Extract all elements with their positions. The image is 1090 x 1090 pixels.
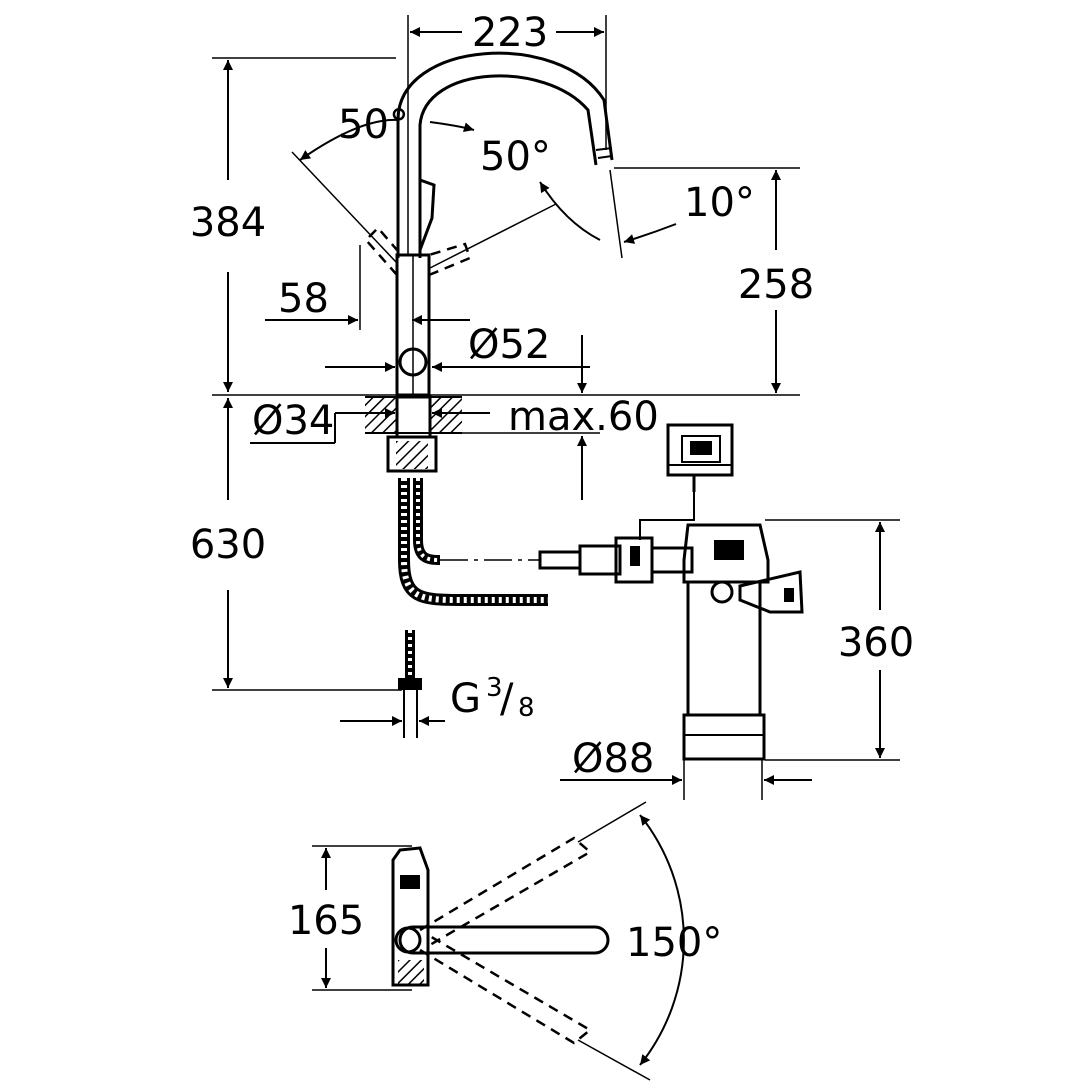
filter-display [666,423,734,477]
filter-base [682,713,766,761]
filter-head [682,523,770,584]
filter-unit [538,423,804,761]
label-spout-reach: 223 [472,10,548,56]
lever-right-dashed [428,242,472,277]
label-thread-num: 3 [486,673,503,703]
valve-assembly [538,550,582,570]
spout-inner [418,74,598,258]
label-top-depth: 165 [288,898,364,944]
counter-right [430,397,462,433]
label-rotation-angle: 150° [626,920,722,966]
label-total-height: 384 [190,200,266,246]
label-thread-g: G [450,676,481,722]
label-swivel-left: 50° [338,102,409,148]
top-body [391,846,430,987]
spout-outer [396,51,614,258]
hose [398,478,548,606]
label-outlet-height: 258 [738,262,814,308]
label-lever-offset: 58 [278,276,329,322]
spout-dashed-up [419,836,593,948]
rotation-arc [639,814,685,1066]
label-spout-tilt: 10° [684,180,755,226]
label-body-diameter: Ø52 [468,322,550,368]
label-filter-diameter: Ø88 [572,736,654,782]
shank [395,395,432,439]
label-swivel-right: 50° [480,134,551,180]
wall-bracket [738,570,804,614]
label-thread-slash: / [500,676,514,722]
body-cap [398,347,428,377]
dimension-labels: 223 50° 50° 10° 384 258 58 Ø52 Ø34 max.6… [190,10,914,966]
label-max-thickness: max.60 [508,394,659,440]
faucet-top-view [391,801,685,1081]
hose-2 [413,478,441,565]
label-thread-den: 8 [518,693,535,723]
dimension-lines [212,15,900,991]
label-hole-diameter: Ø34 [252,398,334,444]
label-filter-height: 360 [838,620,914,666]
spout-dashed-down [419,933,593,1045]
lever [418,178,436,251]
top-spout [398,925,610,955]
spout-tip [595,147,613,159]
label-hose-length: 630 [190,522,266,568]
lever-left-dashed [364,226,398,276]
counter-left [365,397,397,433]
